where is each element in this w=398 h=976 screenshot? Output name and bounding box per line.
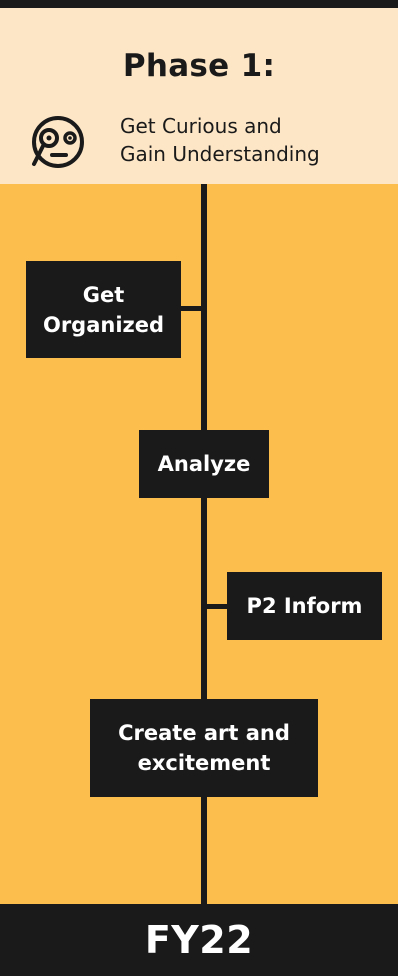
node-get-organized-line-1: Get xyxy=(82,282,125,307)
node-get-organized-line-2: Organized xyxy=(42,312,165,337)
footer-label: FY22 xyxy=(144,918,254,962)
phase-header: Phase 1: Get Curious and Gain Understand… xyxy=(0,8,398,184)
node-get-organized: Get Organized xyxy=(26,261,181,358)
node-create-art-line-1: Create art and xyxy=(118,721,290,745)
node-create-art-line-2: excitement xyxy=(137,751,271,775)
curious-face-icon xyxy=(32,116,84,168)
node-analyze-label: Analyze xyxy=(157,452,251,476)
phase-title: Phase 1: xyxy=(122,48,276,84)
node-p2-inform-label: P2 Inform xyxy=(246,594,363,618)
top-border xyxy=(0,0,398,8)
footer-fy22: FY22 xyxy=(0,904,398,976)
subtitle-line-1: Get Curious and xyxy=(120,114,282,138)
subtitle-line-2: Gain Understanding xyxy=(120,142,320,166)
node-analyze: Analyze xyxy=(139,430,269,498)
phase-subtitle: Get Curious and Gain Understanding xyxy=(120,112,395,168)
node-p2-inform: P2 Inform xyxy=(227,572,382,640)
timeline-line xyxy=(201,184,207,904)
connector-get-organized xyxy=(180,306,204,311)
connector-p2-inform xyxy=(204,604,228,609)
node-create-art: Create art and excitement xyxy=(90,699,318,797)
